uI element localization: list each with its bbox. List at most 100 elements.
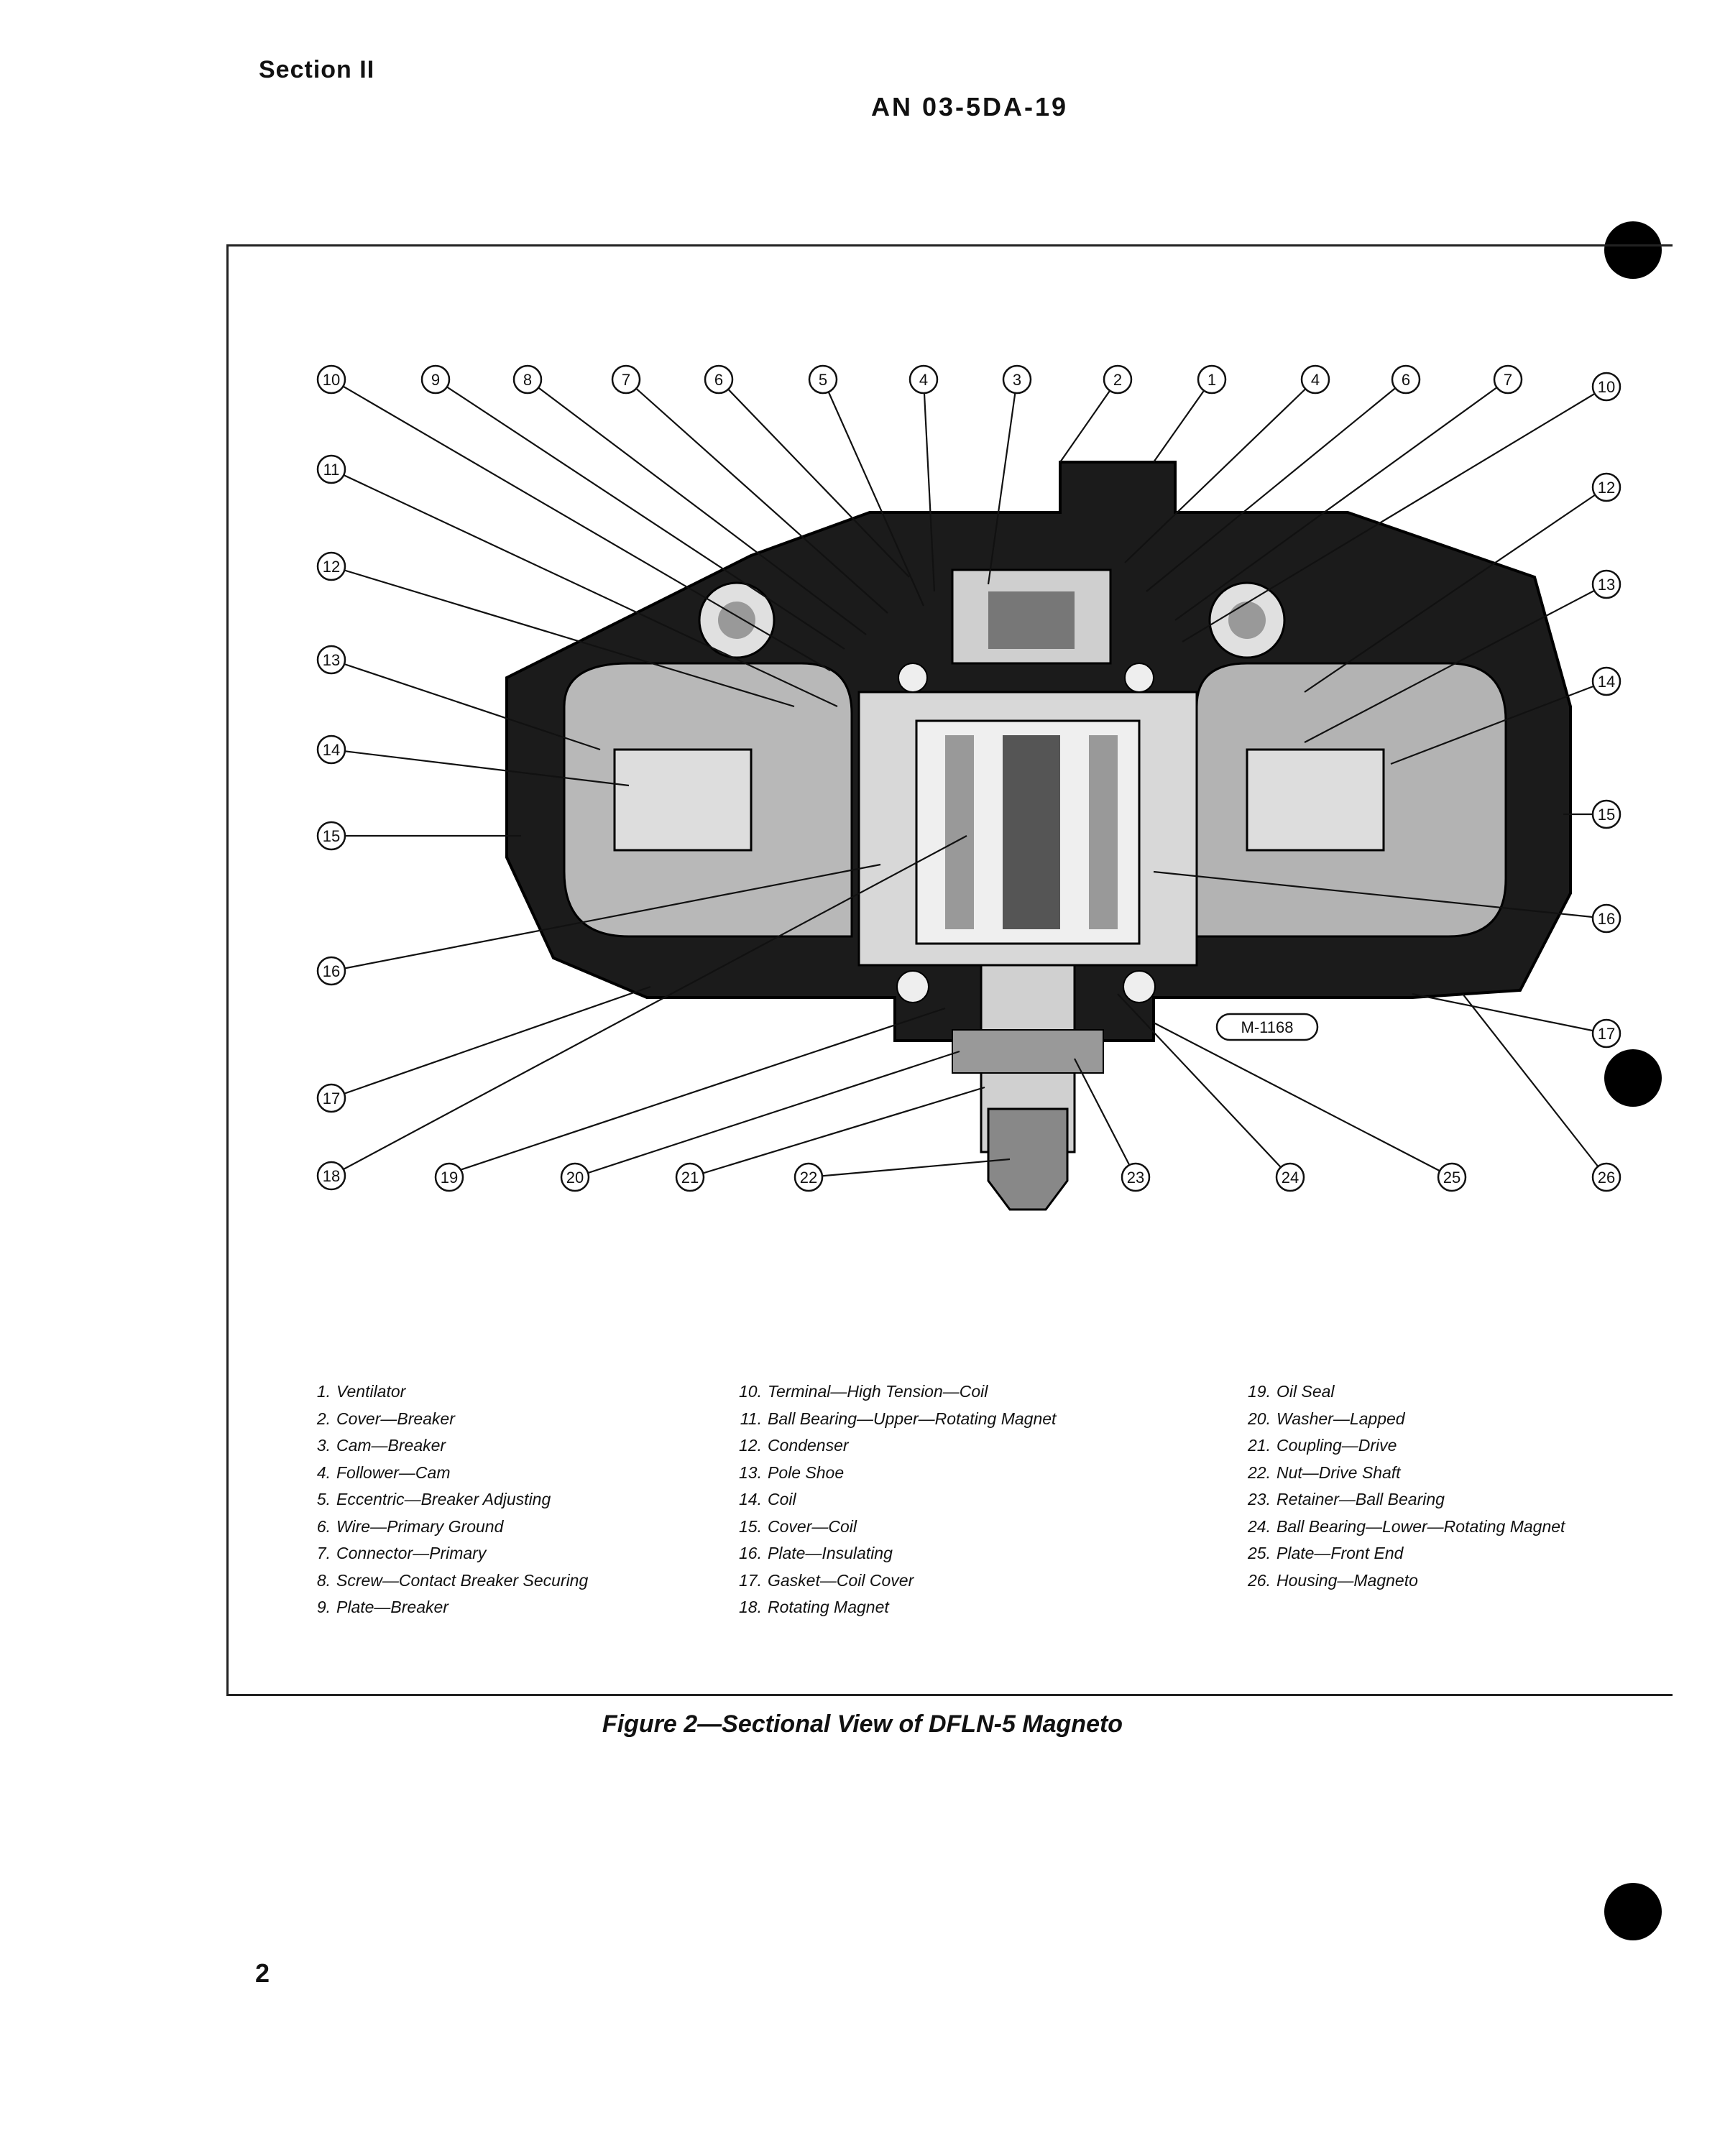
magneto-housing bbox=[505, 461, 1572, 1211]
punch-hole-top bbox=[1604, 221, 1662, 279]
svg-text:26: 26 bbox=[1598, 1169, 1615, 1187]
callout-3-top: 3 bbox=[1002, 364, 1032, 395]
svg-text:18: 18 bbox=[323, 1167, 340, 1185]
callout-23-bottom: 23 bbox=[1121, 1162, 1151, 1192]
callout-6-top-left: 6 bbox=[704, 364, 734, 395]
callout-13-left: 13 bbox=[316, 645, 346, 675]
svg-text:4: 4 bbox=[1311, 371, 1320, 389]
legend-item: 11.Ball Bearing—Upper—Rotating Magnet bbox=[740, 1409, 1057, 1428]
svg-text:24: 24 bbox=[1282, 1169, 1299, 1187]
svg-text:10: 10 bbox=[1598, 378, 1615, 396]
callout-21-bottom: 21 bbox=[675, 1162, 705, 1192]
legend-item: 22.Nut—Drive Shaft bbox=[1248, 1462, 1401, 1482]
legend-item: 18.Rotating Magnet bbox=[739, 1598, 889, 1616]
legend-item: 23.Retainer—Ball Bearing bbox=[1248, 1490, 1445, 1508]
callout-4-top-left: 4 bbox=[908, 364, 939, 395]
punch-hole-bottom bbox=[1604, 1883, 1662, 1940]
callout-7-top-left: 7 bbox=[611, 364, 641, 395]
callout-15-left: 15 bbox=[316, 821, 346, 851]
svg-text:14: 14 bbox=[323, 741, 340, 759]
callout-14-left: 14 bbox=[316, 734, 346, 765]
legend-item: 7.Connector—Primary bbox=[316, 1544, 487, 1562]
ref-code-label: M-1168 bbox=[1215, 1013, 1319, 1041]
magneto-section-diagram: M-1168 10 9 8 7 6 5 4 3 2 1 4 6 7 10 11 … bbox=[316, 364, 1622, 1211]
svg-text:6: 6 bbox=[714, 371, 723, 389]
svg-text:3: 3 bbox=[1013, 371, 1021, 389]
callout-5-top: 5 bbox=[808, 364, 838, 395]
svg-text:17: 17 bbox=[323, 1089, 340, 1107]
callout-18-left: 18 bbox=[316, 1161, 346, 1191]
callout-16-right: 16 bbox=[1591, 903, 1622, 934]
callout-9-top: 9 bbox=[420, 364, 451, 395]
callouts: 10 9 8 7 6 5 4 3 2 1 4 6 7 10 11 12 13 1… bbox=[316, 364, 1622, 1192]
svg-text:15: 15 bbox=[323, 827, 340, 845]
svg-text:7: 7 bbox=[622, 371, 630, 389]
legend-column-1: 1.Ventilator 2.Cover—Breaker 3.Cam—Break… bbox=[302, 1378, 588, 1621]
legend-item: 20.Washer—Lapped bbox=[1248, 1409, 1405, 1428]
legend-item: 3.Cam—Breaker bbox=[316, 1436, 446, 1455]
callout-16-left: 16 bbox=[316, 956, 346, 986]
svg-text:23: 23 bbox=[1127, 1169, 1144, 1187]
callout-22-bottom: 22 bbox=[794, 1162, 824, 1192]
svg-text:1: 1 bbox=[1208, 371, 1216, 389]
svg-text:7: 7 bbox=[1504, 371, 1512, 389]
svg-text:21: 21 bbox=[681, 1169, 699, 1187]
legend-item: 16.Plate—Insulating bbox=[739, 1544, 893, 1562]
svg-text:6: 6 bbox=[1402, 371, 1410, 389]
legend-item: 4.Follower—Cam bbox=[316, 1462, 451, 1482]
page-number: 2 bbox=[255, 1958, 270, 1988]
legend-item: 8.Screw—Contact Breaker Securing bbox=[316, 1570, 589, 1590]
callout-15-right: 15 bbox=[1591, 799, 1622, 829]
parts-legend: 1.Ventilator 2.Cover—Breaker 3.Cam—Break… bbox=[302, 1378, 1682, 1623]
callout-8-top: 8 bbox=[512, 364, 543, 395]
callout-4-top-right: 4 bbox=[1300, 364, 1330, 395]
svg-text:10: 10 bbox=[323, 371, 340, 389]
legend-item: 1.Ventilator bbox=[316, 1382, 406, 1401]
legend-item: 5.Eccentric—Breaker Adjusting bbox=[316, 1490, 551, 1508]
callout-13-right: 13 bbox=[1591, 569, 1622, 599]
legend-column-3: 19.Oil Seal 20.Washer—Lapped 21.Coupling… bbox=[1242, 1378, 1565, 1594]
callout-12-left: 12 bbox=[316, 551, 346, 581]
legend-item: 13.Pole Shoe bbox=[739, 1462, 845, 1482]
figure-frame bbox=[226, 244, 1673, 1696]
svg-text:12: 12 bbox=[1598, 479, 1615, 497]
svg-text:5: 5 bbox=[819, 371, 827, 389]
svg-text:13: 13 bbox=[323, 651, 340, 669]
leader-lines bbox=[331, 379, 1607, 1179]
svg-text:20: 20 bbox=[566, 1169, 584, 1187]
callout-1-top: 1 bbox=[1197, 364, 1227, 395]
svg-text:22: 22 bbox=[800, 1169, 817, 1187]
legend-item: 12.Condenser bbox=[739, 1436, 849, 1455]
legend-item: 26.Housing—Magneto bbox=[1248, 1570, 1418, 1590]
legend-item: 2.Cover—Breaker bbox=[316, 1409, 455, 1428]
legend-item: 6.Wire—Primary Ground bbox=[316, 1516, 504, 1536]
svg-text:8: 8 bbox=[523, 371, 532, 389]
legend-item: 21.Coupling—Drive bbox=[1248, 1436, 1397, 1455]
legend-item: 17.Gasket—Coil Cover bbox=[739, 1570, 914, 1590]
punch-hole-middle bbox=[1604, 1049, 1662, 1107]
callout-10-top-right: 10 bbox=[1591, 372, 1622, 402]
callout-17-right: 17 bbox=[1591, 1018, 1622, 1049]
callout-17-left: 17 bbox=[316, 1083, 346, 1113]
legend-item: 24.Ball Bearing—Lower—Rotating Magnet bbox=[1248, 1516, 1565, 1536]
svg-text:19: 19 bbox=[441, 1169, 458, 1187]
callout-14-right: 14 bbox=[1591, 666, 1622, 696]
callout-26-bottom: 26 bbox=[1591, 1162, 1622, 1192]
callout-11-left: 11 bbox=[316, 454, 346, 484]
callout-6-top-right: 6 bbox=[1391, 364, 1421, 395]
svg-text:2: 2 bbox=[1113, 371, 1122, 389]
legend-item: 10.Terminal—High Tension—Coil bbox=[739, 1382, 988, 1401]
svg-text:13: 13 bbox=[1598, 576, 1615, 594]
figure-caption: Figure 2—Sectional View of DFLN-5 Magnet… bbox=[602, 1710, 1123, 1738]
ref-code-text: M-1168 bbox=[1241, 1018, 1294, 1036]
callout-19-bottom: 19 bbox=[434, 1162, 464, 1192]
legend-item: 19.Oil Seal bbox=[1248, 1382, 1335, 1401]
callout-25-bottom: 25 bbox=[1437, 1162, 1467, 1192]
svg-text:15: 15 bbox=[1598, 806, 1615, 824]
legend-column-2: 10.Terminal—High Tension—Coil 11.Ball Be… bbox=[733, 1378, 1056, 1621]
legend-item: 15.Cover—Coil bbox=[739, 1516, 857, 1536]
svg-text:16: 16 bbox=[1598, 910, 1615, 928]
svg-text:9: 9 bbox=[431, 371, 440, 389]
legend-item: 25.Plate—Front End bbox=[1248, 1544, 1404, 1562]
callout-10-top-left: 10 bbox=[316, 364, 346, 395]
